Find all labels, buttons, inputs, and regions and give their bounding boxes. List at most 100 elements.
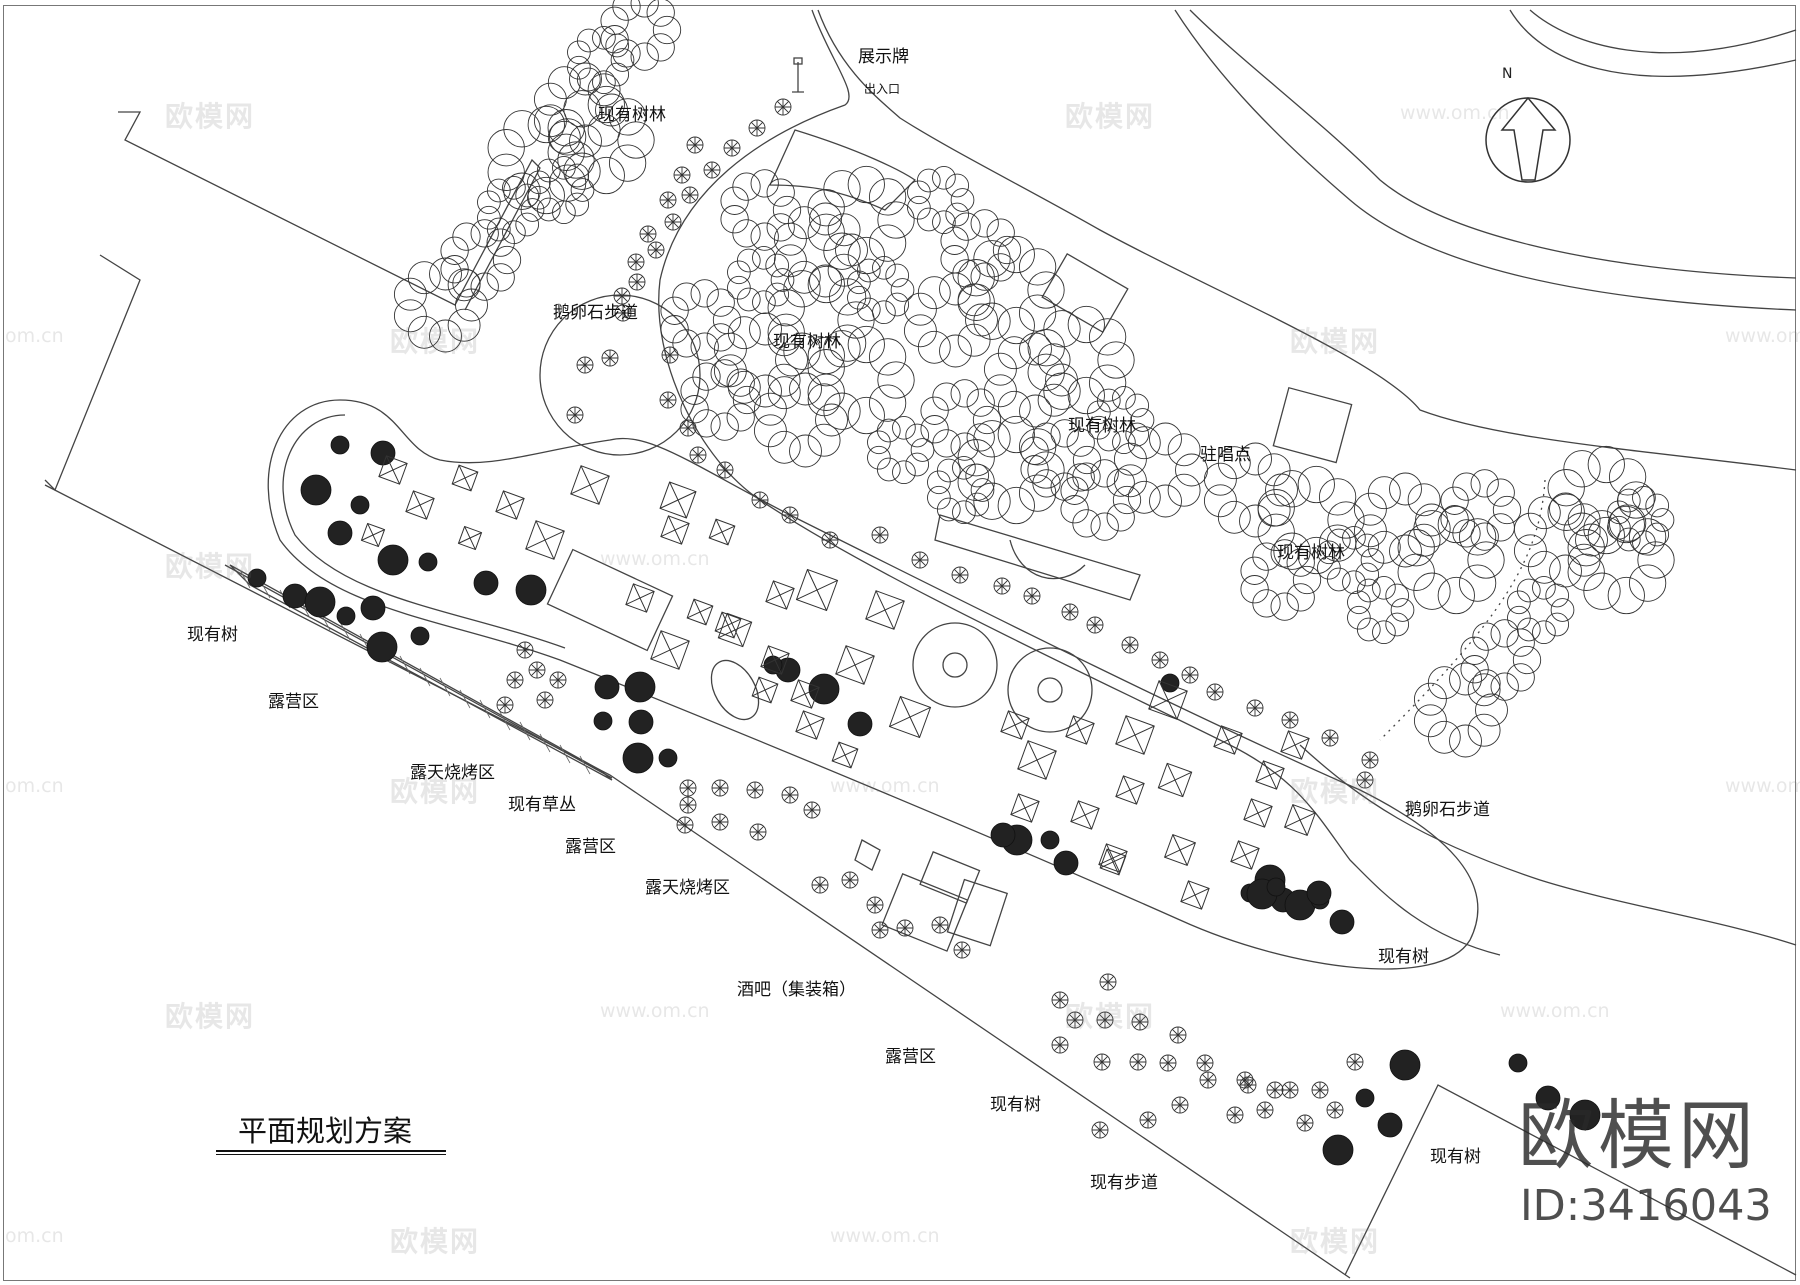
shrub xyxy=(1266,877,1286,897)
label-entrance: 出入口 xyxy=(864,82,901,96)
tent xyxy=(1283,803,1317,837)
tent xyxy=(1255,760,1285,790)
planted-tree xyxy=(1131,1013,1149,1031)
planted-tree xyxy=(1086,616,1104,634)
shrub xyxy=(1053,850,1079,876)
tent xyxy=(405,490,435,520)
planted-tree xyxy=(661,346,679,364)
planted-tree xyxy=(1326,1101,1344,1119)
planted-tree xyxy=(1023,587,1041,605)
tent xyxy=(1010,793,1040,823)
watermark-brand: 欧模网 xyxy=(165,550,256,583)
tent xyxy=(865,590,905,630)
shrub xyxy=(473,570,499,596)
planted-tree xyxy=(1266,1081,1284,1099)
planted-tree xyxy=(866,896,884,914)
existing-tree-canopy xyxy=(1087,385,1155,455)
planted-tree xyxy=(676,816,694,834)
existing-tree-canopy xyxy=(393,257,488,353)
tent xyxy=(650,630,690,670)
tent xyxy=(1065,715,1095,745)
tent xyxy=(1000,710,1030,740)
label-pebble-path-east: 鹅卵石步道 xyxy=(1405,800,1490,820)
existing-tree-canopy xyxy=(903,272,998,368)
planted-tree xyxy=(1246,699,1264,717)
shrub xyxy=(1355,1088,1375,1108)
planted-tree xyxy=(896,919,914,937)
planted-tree xyxy=(774,98,792,116)
planted-tree xyxy=(1206,683,1224,701)
building-outline-upper xyxy=(118,111,541,311)
bar-container-2 xyxy=(946,878,1009,947)
planted-tree xyxy=(506,671,524,689)
planted-tree xyxy=(536,691,554,709)
north-east-road-curve xyxy=(1509,9,1797,77)
planted-tree xyxy=(1239,1076,1257,1094)
tent xyxy=(795,710,825,740)
tent xyxy=(795,568,839,612)
watermark-brand: 欧模网 xyxy=(390,325,481,358)
planted-tree xyxy=(748,119,766,137)
existing-tree-canopy xyxy=(527,155,595,225)
watermark-brand: 欧模网 xyxy=(1065,100,1156,133)
label-forest-nw: 现有树林 xyxy=(598,105,666,125)
planted-tree xyxy=(679,419,697,437)
title-underline xyxy=(216,1150,446,1155)
shrub xyxy=(1377,1112,1403,1138)
label-camping-west: 露营区 xyxy=(268,692,319,712)
label-bar: 酒吧（集装箱） xyxy=(737,980,856,1000)
tent xyxy=(888,695,932,739)
singing-stage xyxy=(934,514,1141,601)
existing-tree-canopy xyxy=(1020,419,1102,501)
planted-tree xyxy=(659,191,677,209)
planted-tree xyxy=(647,241,665,259)
shrub xyxy=(990,822,1016,848)
planted-tree xyxy=(749,823,767,841)
shrub xyxy=(658,748,678,768)
tent xyxy=(1230,840,1260,870)
building-outline-lower xyxy=(44,254,141,492)
planted-tree xyxy=(781,786,799,804)
planted-tree xyxy=(613,287,631,305)
pavilion-east-2 xyxy=(1272,386,1353,464)
planted-tree xyxy=(1361,751,1379,769)
north-round-plaza xyxy=(539,294,701,456)
tent xyxy=(1163,833,1197,867)
planted-tree xyxy=(639,225,657,243)
shrub xyxy=(304,586,336,618)
entrance-road-west-edge xyxy=(658,9,1501,956)
label-camping-mid: 露营区 xyxy=(565,837,616,857)
existing-tree-canopy xyxy=(1113,422,1208,518)
picnic-table-area xyxy=(546,548,674,652)
tent xyxy=(1180,880,1210,910)
display-sign-mark xyxy=(792,62,804,93)
north-pavilion xyxy=(768,129,917,211)
planted-tree xyxy=(1226,1106,1244,1124)
planted-tree xyxy=(703,161,721,179)
tent xyxy=(751,676,779,704)
planted-tree xyxy=(1093,1053,1111,1071)
planted-tree xyxy=(1196,1054,1214,1072)
watermark-url: www.om.cn xyxy=(1400,102,1510,124)
planted-tree xyxy=(993,577,1011,595)
existing-tree-canopy xyxy=(487,105,595,215)
shrub xyxy=(282,583,308,609)
planted-tree xyxy=(803,801,821,819)
existing-tree-canopy xyxy=(927,455,995,525)
watermark-brand: 欧模网 xyxy=(165,1000,256,1033)
tent xyxy=(831,741,859,769)
shrub xyxy=(1040,830,1060,850)
tent xyxy=(660,515,690,545)
planted-tree xyxy=(614,304,632,322)
label-existing-tree-south: 现有树 xyxy=(990,1095,1041,1115)
tent xyxy=(790,679,820,709)
planted-tree xyxy=(841,871,859,889)
planted-tree xyxy=(1169,1026,1187,1044)
shrub xyxy=(622,742,654,774)
tent xyxy=(360,522,386,548)
tent xyxy=(1115,715,1155,755)
central-loop-path xyxy=(267,399,1479,970)
existing-tree-canopy xyxy=(1547,445,1655,555)
planted-tree xyxy=(1281,711,1299,729)
label-pebble-path-north: 鹅卵石步道 xyxy=(553,303,638,323)
